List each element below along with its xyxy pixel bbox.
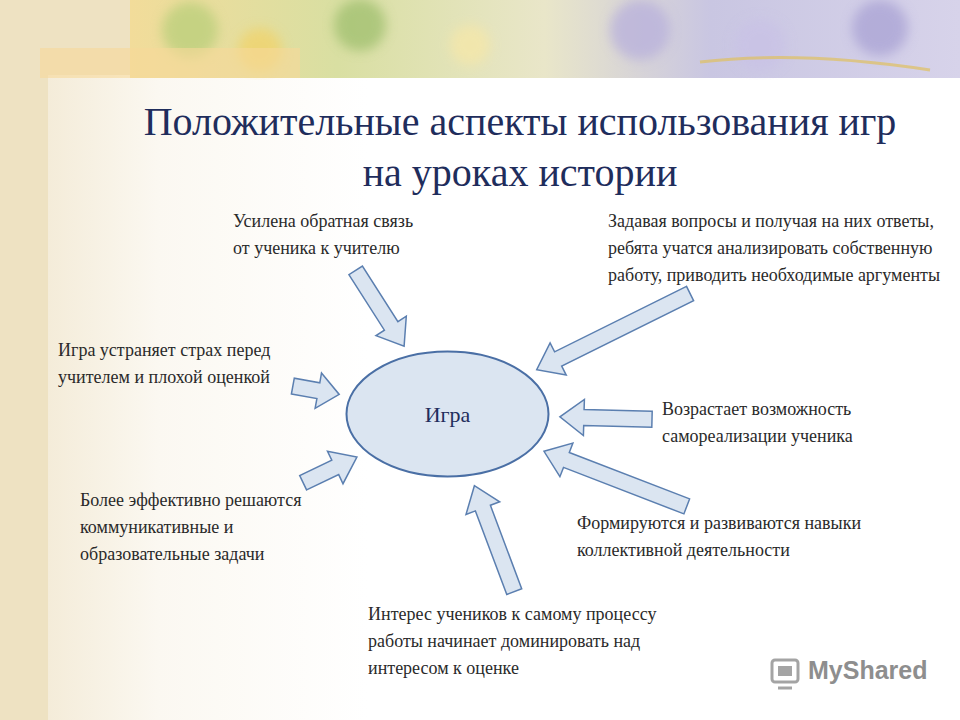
block-arrow bbox=[466, 486, 522, 595]
block-arrow bbox=[291, 373, 339, 408]
aspect-label: Формируются и развиваются навыки коллект… bbox=[577, 510, 955, 564]
aspect-text: Возрастает возможность самореализации уч… bbox=[662, 396, 937, 450]
aspect-text: Задавая вопросы и получая на них ответы,… bbox=[608, 208, 953, 289]
aspect-label: Задавая вопросы и получая на них ответы,… bbox=[608, 208, 953, 289]
block-arrow bbox=[300, 451, 357, 490]
aspect-text: Игра устраняет страх перед учителем и пл… bbox=[58, 337, 283, 391]
aspect-label: Возрастает возможность самореализации уч… bbox=[662, 396, 937, 450]
watermark: MyShared bbox=[808, 656, 927, 685]
slide-title: Положительные аспекты использования игр … bbox=[120, 96, 920, 198]
aspect-text: Усилена обратная связь от ученика к учит… bbox=[233, 208, 433, 262]
aspect-text: Интерес учеников к самому процессу работ… bbox=[368, 601, 698, 682]
block-arrow bbox=[560, 400, 652, 436]
aspect-text: Формируются и развиваются навыки коллект… bbox=[577, 510, 955, 564]
block-arrow bbox=[537, 286, 694, 375]
center-label: Игра bbox=[425, 398, 471, 431]
center-ellipse: Игра bbox=[345, 350, 550, 478]
aspect-label: Игра устраняет страх перед учителем и пл… bbox=[58, 337, 283, 391]
block-arrow bbox=[544, 443, 690, 514]
aspect-text: Более эффективно решаются коммуникативны… bbox=[80, 487, 338, 568]
aspect-label: Более эффективно решаются коммуникативны… bbox=[80, 487, 338, 568]
aspect-label: Интерес учеников к самому процессу работ… bbox=[368, 601, 698, 682]
aspect-label: Усилена обратная связь от ученика к учит… bbox=[233, 208, 433, 262]
block-arrow bbox=[349, 266, 406, 346]
